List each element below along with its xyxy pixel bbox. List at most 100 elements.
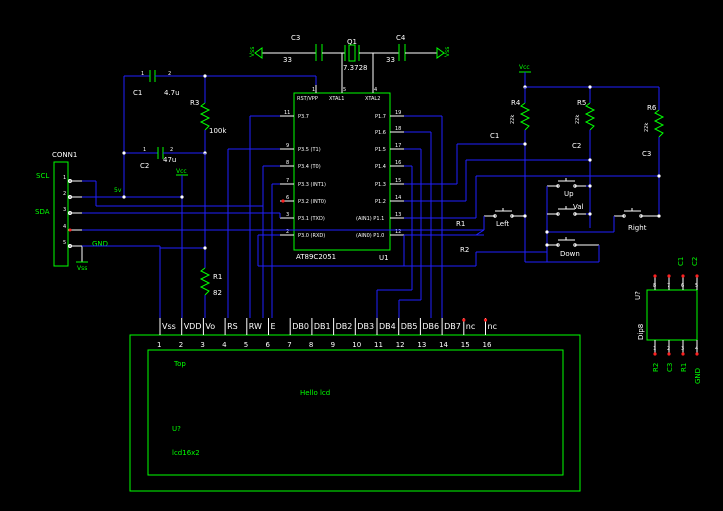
r6-value: 22k <box>644 123 650 132</box>
mcu-right-pin-label-6: (AIN1) P1.1 <box>356 216 384 222</box>
c4-value: 33 <box>386 56 395 64</box>
mcu-left-pin-label-5: P3.1 (TXD) <box>298 216 325 222</box>
lcd-pin-number: 4 <box>222 341 227 349</box>
lcd-pin-number: 13 <box>417 341 426 349</box>
mcu-left-wiring <box>227 115 404 318</box>
lcd-pin-label: DB2 <box>336 322 353 331</box>
mcu-right-pin-num-5: 14 <box>395 195 401 201</box>
lcd-pin-label: DB1 <box>314 322 331 331</box>
r5-resistor <box>584 102 596 131</box>
mcu-right-pin-num-0: 19 <box>395 110 401 116</box>
conn1-ref: CONN1 <box>52 151 77 159</box>
r5-value: 22k <box>575 115 581 124</box>
lcd-ref: U? <box>172 425 181 433</box>
lcd-pin-number: 16 <box>483 341 492 349</box>
vcc-label-pullup: Vcc <box>519 64 530 71</box>
lcd-pin-label: VDD <box>184 322 202 331</box>
mcu-left-pin-label-2: P3.4 (T0) <box>298 164 321 170</box>
mcu-right-pin-num-1: 18 <box>395 126 401 132</box>
pullup-section: Vcc R4 22k R5 22k R6 22k C1 C2 C3 <box>490 64 665 262</box>
conn1-body <box>53 161 69 267</box>
vcc-label-c2: Vcc <box>176 168 187 175</box>
switch-val[interactable]: Val <box>547 203 590 216</box>
c1-ref: C1 <box>133 89 142 97</box>
lcd-pin-number: 11 <box>374 341 383 349</box>
dip8-top-pin-dot <box>695 274 699 278</box>
lcd-pin-number: 8 <box>309 341 313 349</box>
dip8-bot-pin-dot <box>681 352 685 356</box>
mcu-top-label-xtal2: XTAL2 <box>365 96 380 102</box>
dip8-bot-pin-num: 2 <box>667 346 670 352</box>
c1-value: 4.7u <box>164 89 180 97</box>
mcu-right-pin-num-2: 17 <box>395 143 401 149</box>
r6-ref: R6 <box>647 104 657 112</box>
r4-value: 22k <box>510 115 516 124</box>
conn1-pin-1: 1 <box>63 175 66 181</box>
switch-up[interactable]: Up <box>546 178 590 262</box>
lcd-pin-label: DB7 <box>444 322 461 331</box>
switch-section: Up Val Left <box>404 178 661 267</box>
mcu-right-pin-num-7: 12 <box>395 229 401 235</box>
mcu-left-pin-num-0: 11 <box>284 110 290 116</box>
mcu-left-pin-num-5: 3 <box>286 212 289 218</box>
r1-resistor <box>199 267 211 296</box>
net-c3-label: C3 <box>642 150 651 158</box>
mcu-right-pin-num-6: 13 <box>395 212 401 218</box>
mcu-right-pin-label-2: P1.5 <box>375 147 386 153</box>
mcu-left-pin-label-4: P3.2 (INT0) <box>298 199 326 205</box>
q1-value: 7.3728 <box>343 64 368 72</box>
switch-down[interactable]: Down <box>525 237 600 263</box>
switch-right-label: Right <box>628 224 647 232</box>
dip8-top-label-c1: C1 <box>677 257 685 266</box>
dip8-bot-label-r2: R2 <box>652 363 660 372</box>
lcd-nc-marker <box>483 318 488 322</box>
mcu-left-pin-num-2: 8 <box>286 160 289 166</box>
mcu-left-pin-label-3: P3.3 (INT1) <box>298 182 326 188</box>
c2-value: 47u <box>163 156 176 164</box>
reset-section: 1 2 C1 4.7u R3 100k 1 2 C2 47u Vcc <box>122 70 317 318</box>
dip8-bot-pin-num: 1 <box>653 346 656 352</box>
mcu-right-pin-label-7: (AIN0) P1.0 <box>356 233 384 239</box>
conn1-pin-5: 5 <box>63 240 66 246</box>
conn1-pin-3: 3 <box>63 207 66 213</box>
mcu-right-pin-label-5: P1.2 <box>375 199 386 205</box>
mcu-left-pin-num-1: 9 <box>286 143 289 149</box>
lcd-pin-number: 7 <box>287 341 291 349</box>
net-c1-label: C1 <box>490 132 499 140</box>
switch-right[interactable]: Right <box>547 208 659 233</box>
dip8-ref: U? <box>634 291 642 300</box>
lcd-pin-number: 14 <box>439 341 448 349</box>
mcu-u1: RST/VPP XTAL1 XTAL2 1 5 4 11 P3.7 9 P3.5… <box>280 85 404 262</box>
conn1-pin-2: 2 <box>63 191 66 197</box>
dip8-top-pin-num: 7 <box>667 283 670 289</box>
conn1-pin-4: 4 <box>63 224 66 230</box>
dip8-bot-label-c3: C3 <box>666 363 674 372</box>
lcd-screen <box>147 349 564 476</box>
net-r1-label: R1 <box>456 220 465 228</box>
net-r2-label: R2 <box>460 246 469 254</box>
mcu-left-pin-num-3: 7 <box>286 178 289 184</box>
dip8-body <box>646 289 698 341</box>
lcd-pin-label: RW <box>249 322 262 331</box>
scl-label: SCL <box>36 172 49 180</box>
c2-minus-pin: 2 <box>170 147 173 153</box>
mcu-left-pin-num-6: 2 <box>286 229 289 235</box>
net-c2-label: C2 <box>572 142 581 150</box>
dip8-top-pin-num: 8 <box>653 283 656 289</box>
q1-ref: Q1 <box>347 38 357 46</box>
dip8-bot-label-gnd: GND <box>694 368 702 384</box>
mcu-left-pin-label-0: P3.7 <box>298 114 309 120</box>
lcd-pin-number: 5 <box>244 341 248 349</box>
mcu-left-pin-num-4: 6 <box>286 195 289 201</box>
r3-resistor <box>199 102 211 131</box>
lcd-pin-number: 1 <box>157 341 161 349</box>
switch-left[interactable]: Left <box>483 208 525 230</box>
switch-left-label: Left <box>496 220 509 228</box>
r4-resistor <box>519 102 531 131</box>
lcd-pin-label: DB0 <box>292 322 309 331</box>
oscillator-section: Vss Vss C3 33 Q1 7.3728 C4 33 <box>249 34 451 85</box>
lcd-pin-number: 9 <box>331 341 335 349</box>
lcd-nc-marker <box>462 318 466 322</box>
lcd-pin-label: RS <box>227 322 238 331</box>
